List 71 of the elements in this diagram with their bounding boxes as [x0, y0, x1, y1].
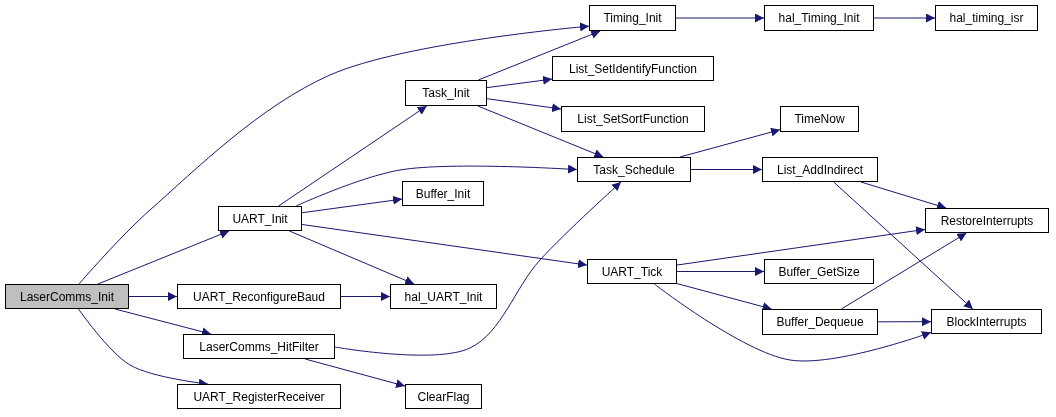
function-name: Task_Schedule	[593, 162, 675, 177]
function-box	[183, 334, 335, 359]
function-box	[935, 5, 1038, 31]
call-arrow	[675, 13, 765, 23]
function-name: Buffer_Dequeue	[776, 315, 864, 329]
call-arrow	[840, 232, 967, 310]
function-name: Timing_Init	[603, 11, 662, 25]
function-box	[177, 284, 341, 309]
function-name: List_SetSortFunction	[577, 112, 689, 126]
call-arrow	[295, 164, 578, 207]
call-arrow	[833, 181, 974, 310]
call-arrow	[690, 165, 763, 174]
function-box	[931, 309, 1042, 334]
function-box	[764, 5, 874, 31]
call-arrow	[78, 22, 590, 285]
function-name: RestoreInterrupts	[940, 213, 1034, 228]
function-name: Buffer_Init	[415, 186, 471, 201]
function-name: List_AddIndirect	[776, 162, 864, 177]
function-box	[390, 284, 497, 309]
call-arrow	[304, 358, 406, 389]
function-name: LaserComms_Init	[20, 289, 114, 304]
call-arrow	[477, 30, 601, 81]
function-name: Task_Init	[422, 86, 470, 100]
call-arrow	[653, 283, 932, 362]
call-arrow	[278, 105, 428, 207]
call-arrow	[128, 292, 178, 301]
function-name: UART_RegisterReceiver	[193, 389, 325, 404]
function-box	[405, 80, 487, 106]
call-arrow	[477, 105, 604, 158]
call-arrow	[860, 181, 947, 210]
function-name: ClearFlag	[417, 389, 470, 404]
function-box	[780, 106, 859, 132]
call-arrow	[334, 181, 622, 356]
function-box	[5, 284, 129, 309]
function-box	[218, 206, 302, 231]
function-name: TimeNow	[794, 112, 845, 126]
call-arrow	[301, 224, 588, 269]
function-box	[177, 384, 341, 409]
call-arrow	[486, 98, 562, 113]
function-box	[561, 106, 705, 132]
function-name: hal_timing_isr	[949, 11, 1024, 25]
call-arrow	[340, 292, 391, 301]
function-name: hal_UART_Init	[404, 289, 483, 304]
function-box	[762, 309, 878, 335]
function-name: List_SetIdentifyFunction	[568, 61, 698, 76]
function-box	[764, 259, 874, 284]
function-box	[577, 157, 691, 182]
call-arrow	[486, 75, 553, 89]
call-arrow	[877, 317, 932, 327]
function-name: hal_Timing_Init	[778, 11, 860, 25]
call-arrow	[676, 267, 765, 276]
function-name: UART_ReconfigureBaud	[193, 289, 325, 304]
function-box	[587, 259, 677, 284]
function-name: Buffer_GetSize	[778, 264, 860, 279]
call-arrow	[301, 195, 403, 214]
call-arrow	[679, 127, 781, 158]
function-box	[589, 5, 676, 31]
call-arrow	[676, 283, 773, 311]
function-box	[405, 384, 482, 409]
call-arrow	[97, 230, 230, 285]
function-box	[925, 208, 1049, 233]
call-arrow	[676, 226, 926, 266]
function-name: LaserComms_HitFilter	[199, 339, 319, 354]
function-name: BlockInterrupts	[946, 314, 1027, 329]
call-arrow	[288, 230, 415, 285]
function-name: UART_Init	[232, 211, 288, 226]
function-box	[402, 181, 484, 206]
function-box	[762, 157, 878, 182]
call-arrow	[873, 13, 936, 23]
function-name: UART_Tick	[601, 264, 663, 279]
function-box	[552, 56, 714, 81]
